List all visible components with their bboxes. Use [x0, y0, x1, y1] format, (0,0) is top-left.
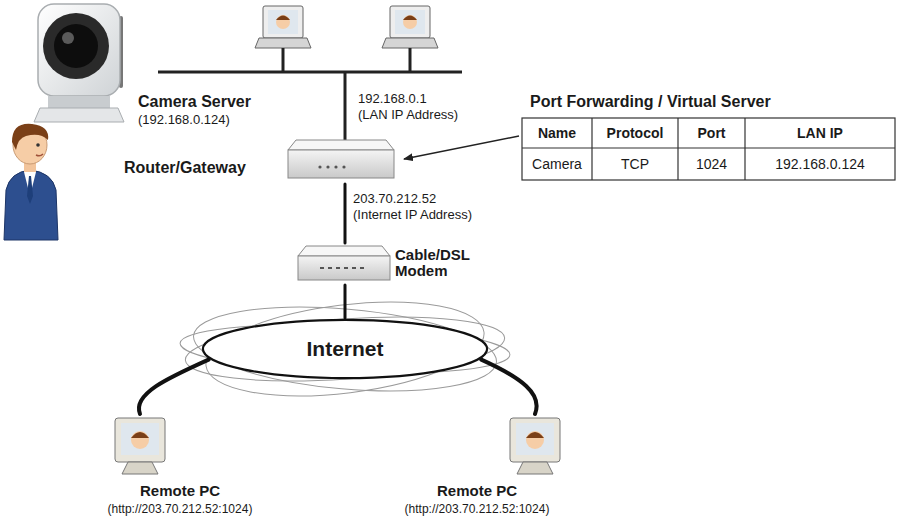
modem-icon	[298, 246, 390, 280]
url-text: (http://203.70.212.52:1024)	[405, 502, 550, 516]
table-header: Port	[678, 125, 745, 141]
ip-address: 192.168.0.1	[358, 91, 427, 106]
table-header: Name	[522, 125, 592, 141]
pc-icon	[510, 418, 560, 474]
connector-line	[344, 285, 347, 318]
remote-pc-node: Remote PC (http://203.70.212.52:1024)	[368, 412, 586, 518]
router-icon	[288, 140, 394, 178]
laptop-icon	[255, 6, 311, 72]
ip-note: (LAN IP Address)	[358, 107, 458, 122]
table-cell: TCP	[592, 156, 678, 172]
device-label: Router/Gateway	[124, 159, 246, 177]
table-cell: 192.168.0.124	[745, 156, 895, 172]
table-header: LAN IP	[745, 125, 895, 141]
ip-address: (192.168.0.124)	[138, 112, 230, 127]
leader-arrow	[404, 136, 519, 159]
table-cell: 1024	[678, 156, 745, 172]
device-label: Remote PC	[437, 483, 517, 499]
connector-line	[481, 360, 536, 414]
camera-illustration	[34, 4, 124, 122]
router-node: Router/Gateway	[118, 138, 400, 184]
laptop-icon	[382, 6, 438, 72]
modem-node: Cable/DSL Modem	[295, 243, 502, 285]
ip-note: (Internet IP Address)	[353, 207, 472, 222]
pc-icon	[115, 418, 165, 474]
internet-cloud: Internet	[200, 318, 490, 380]
url-text: (http://203.70.212.52:1024)	[108, 502, 253, 516]
connector-line	[344, 184, 347, 243]
table-cell: Camera	[522, 156, 592, 172]
device-label: Cable/DSL Modem	[395, 247, 490, 279]
cloud-label: Internet	[306, 337, 383, 361]
device-label: Remote PC	[140, 483, 220, 499]
connector-line	[139, 360, 209, 414]
person-illustration	[4, 124, 58, 240]
device-label: Camera Server	[138, 93, 251, 111]
remote-pc-node: Remote PC (http://203.70.212.52:1024)	[75, 412, 285, 518]
table-header: Protocol	[592, 125, 678, 141]
port-forwarding-table	[522, 118, 895, 180]
ip-address: 203.70.212.52	[353, 191, 436, 206]
table-title: Port Forwarding / Virtual Server	[530, 93, 771, 111]
